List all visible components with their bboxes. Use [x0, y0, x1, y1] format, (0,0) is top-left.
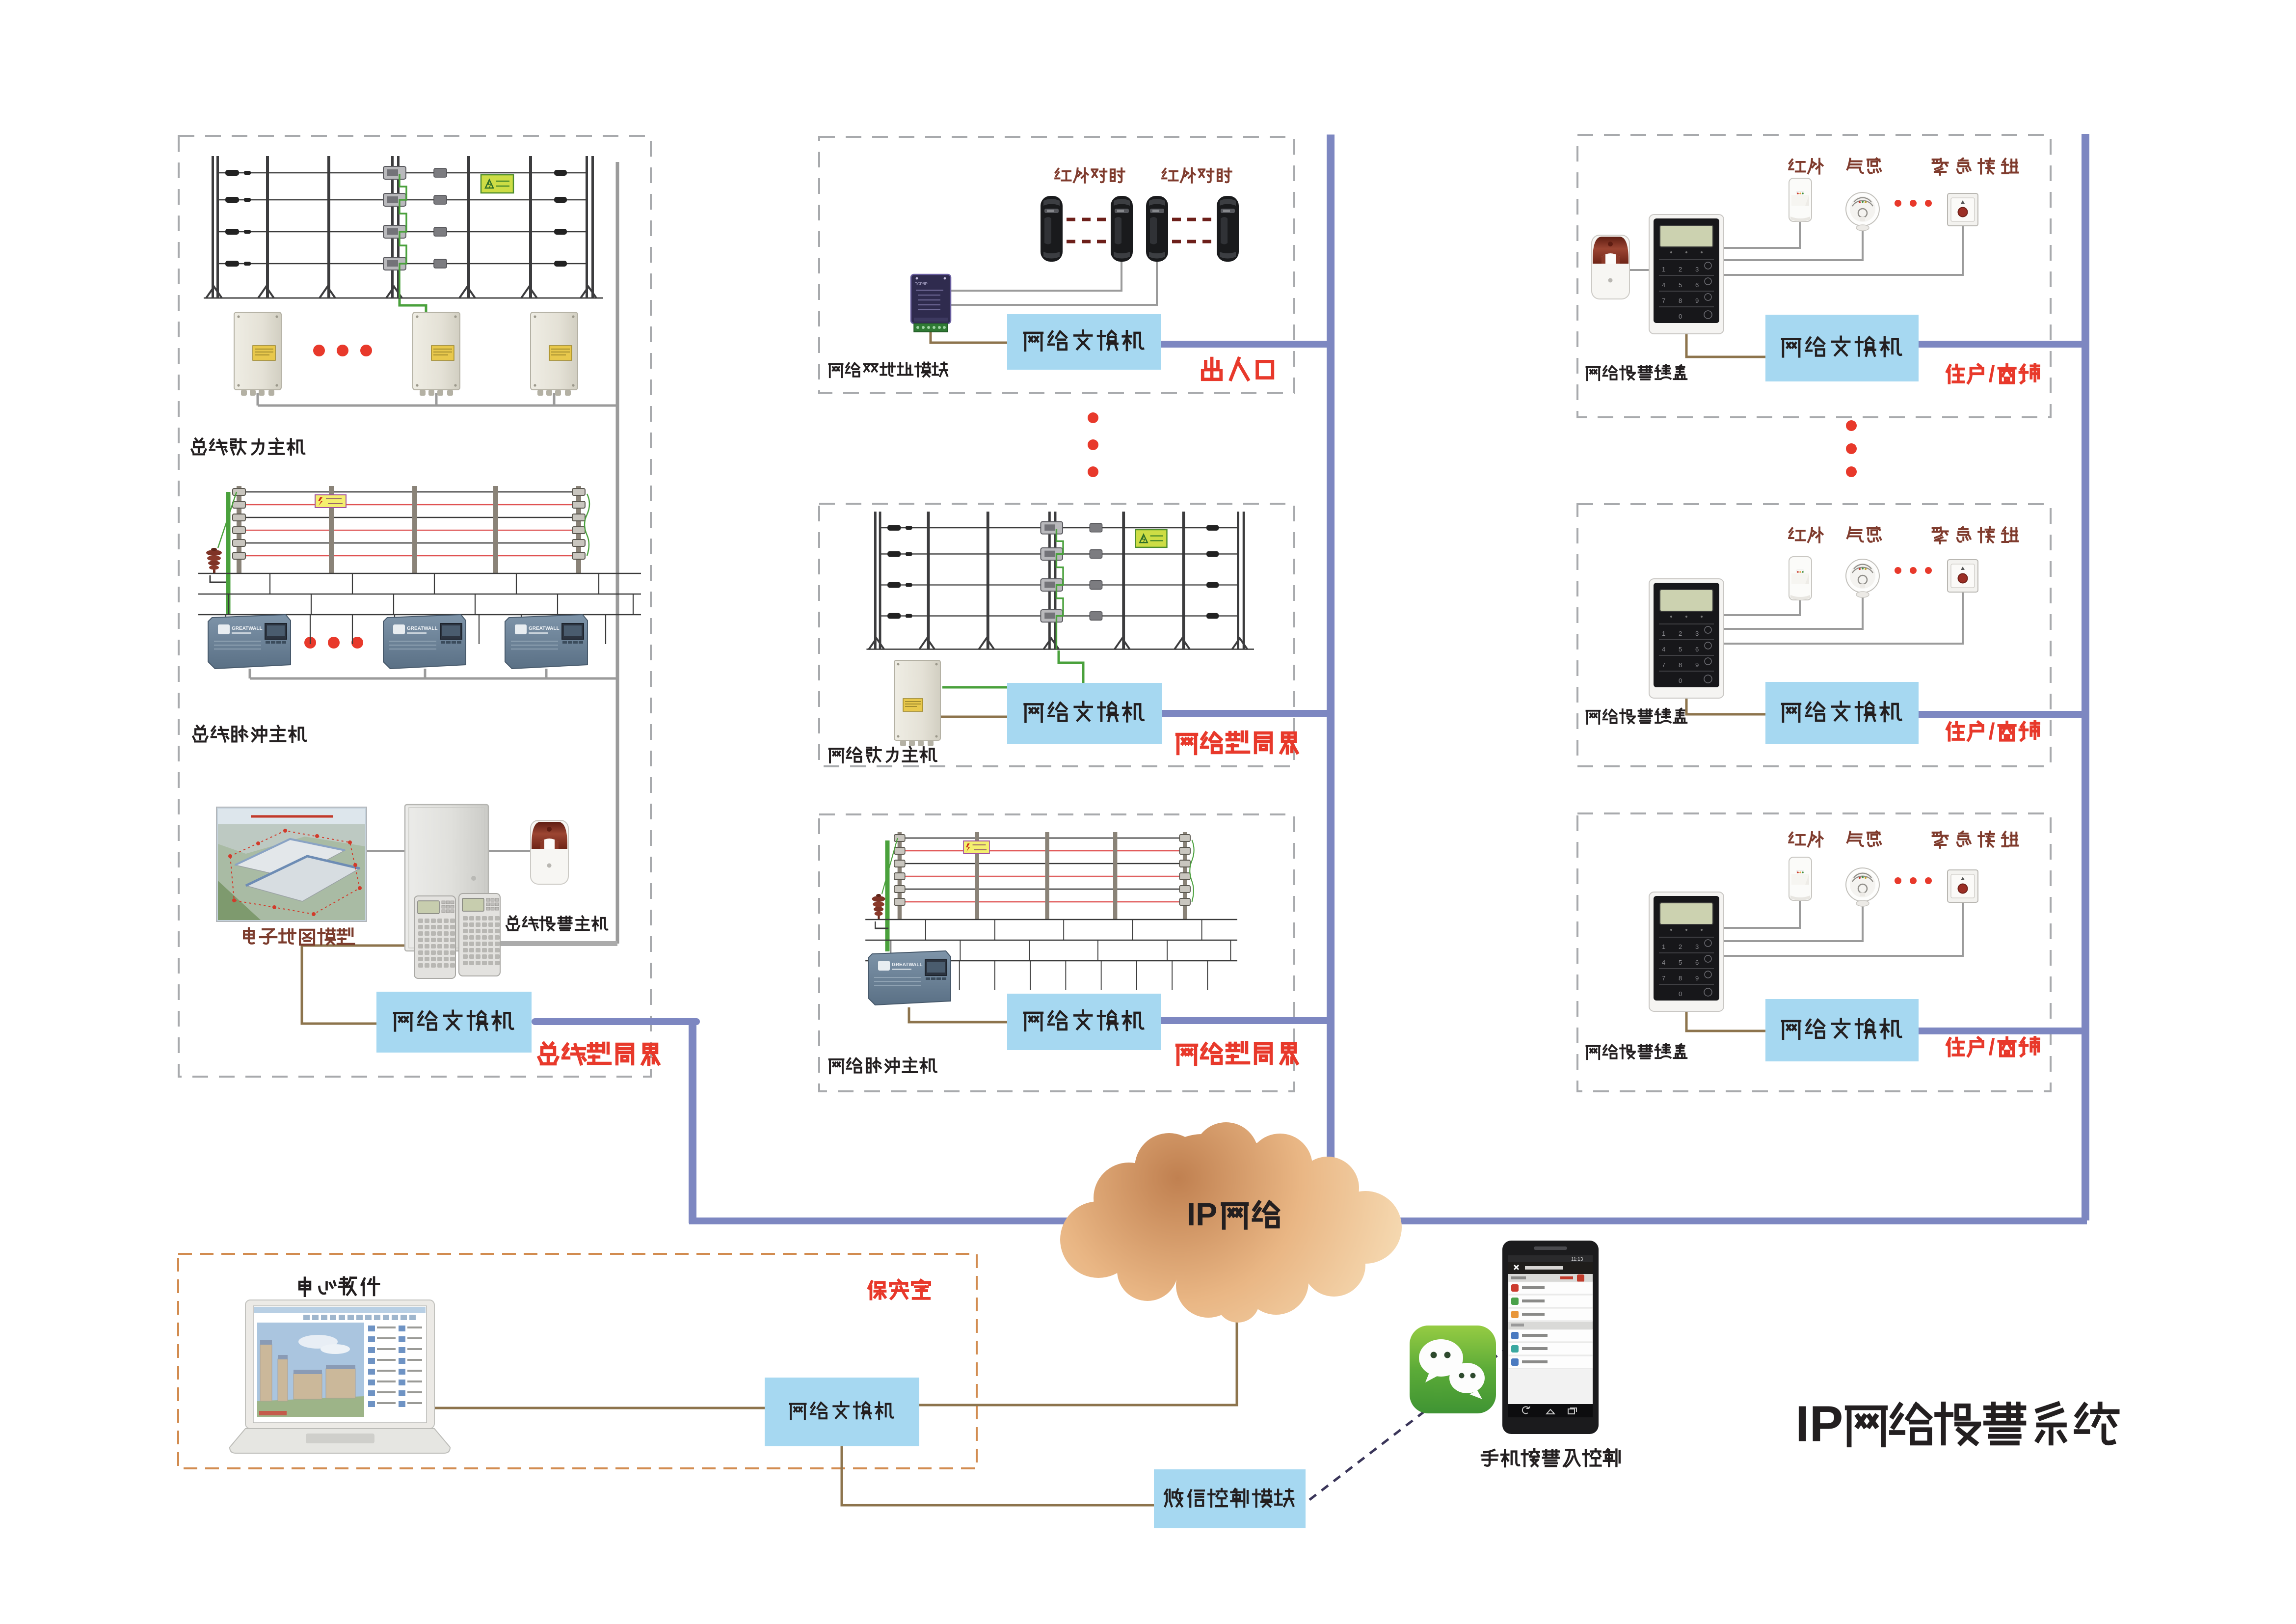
svg-text:/: / [1989, 361, 1995, 387]
svg-text:11:13: 11:13 [1571, 1257, 1583, 1262]
svg-text:IP: IP [1795, 1396, 1843, 1452]
svg-text:IP: IP [1187, 1196, 1217, 1232]
svg-text:/: / [1989, 1034, 1995, 1060]
svg-text:/: / [1989, 718, 1995, 744]
